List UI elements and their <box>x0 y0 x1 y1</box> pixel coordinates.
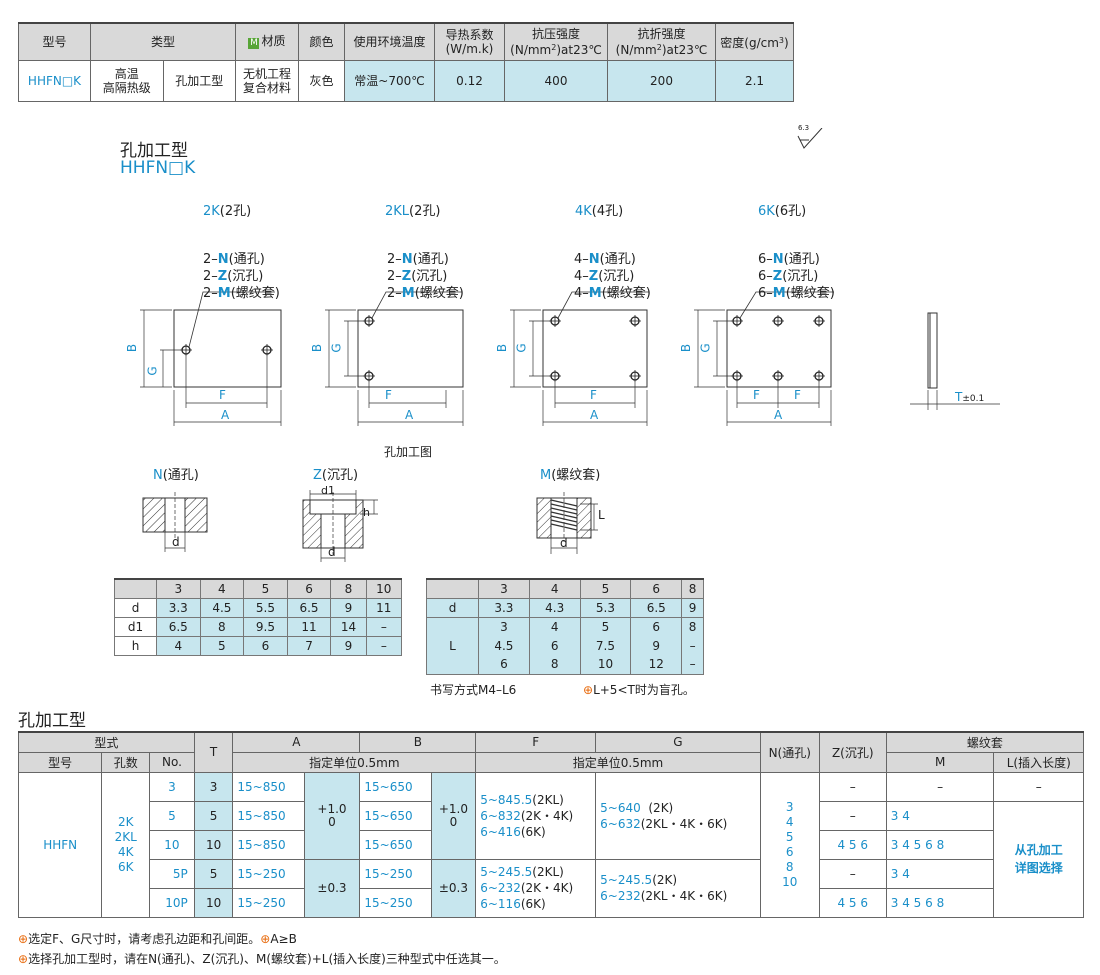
table-row: 10 10 15~850 15~650 4 5 6 3 4 5 6 8 <box>19 829 1084 860</box>
note-marker-icon: ⊕ <box>18 952 29 966</box>
table-row: 5P 5 15~250 ±0.3 15~250 ±0.3 5~245.5(2KL… <box>19 858 1084 918</box>
hole-cross-sections <box>142 490 598 562</box>
spec-header-conductivity: 导热系数(W/m.k) <box>434 22 505 61</box>
spec-conductivity: 0.12 <box>434 59 505 102</box>
dim-t-side: T±0.1 <box>955 390 985 404</box>
dim-b-4k: B <box>495 343 510 353</box>
callout-2k: 2–N(通孔) 2–Z(沉孔) 2–M(螺纹套) <box>203 252 280 301</box>
spec-type: 孔加工型 <box>162 59 236 102</box>
plate-side-view <box>927 312 938 389</box>
dim-g-6k: G <box>698 343 713 353</box>
spec-header-density: 密度(g/cm3) <box>715 22 794 61</box>
footnote-1: ⊕选定F、G尺寸时，请考虑孔边距和孔间距。⊕A≥B <box>18 932 297 946</box>
note-marker-icon: ⊕ <box>260 932 271 946</box>
spec-flexural: 200 <box>607 59 716 102</box>
main-table: 型式 T A B F G N(通孔) Z(沉孔) 螺纹套 型号 孔数 No. 指… <box>17 731 1085 918</box>
hole-detail-title: 孔加工图 <box>384 445 433 459</box>
table-row: d 3.3 4.3 5.3 6.5 9 <box>426 597 704 618</box>
detail-m-l: L <box>598 508 605 522</box>
detail-z-d1: d1 <box>321 484 335 497</box>
table-row: 10P 10 15~250 15~250 4 5 6 3 4 5 6 8 <box>19 887 1084 918</box>
dim-f-2k: F <box>219 388 226 402</box>
spec-temp: 常温~700℃ <box>344 59 435 102</box>
dim-f2-6k: F <box>794 388 801 402</box>
detail-z-d: d <box>328 545 336 559</box>
spec-header-type: 类型 <box>90 22 236 61</box>
spec-header-compressive: 抗压强度(N/mm2)at23℃ <box>504 22 608 61</box>
note-marker-icon: ⊕ <box>583 683 594 697</box>
table-row: d1 6.5 8 9.5 11 14 – <box>114 616 403 637</box>
section-code: HHFN□K <box>120 158 196 178</box>
dim-a-2k: A <box>221 408 230 422</box>
dim-g-2k: G <box>145 366 160 376</box>
spec-material: 无机工程复合材料 <box>235 59 299 102</box>
table-row: 4.5 6 7.5 9 – <box>427 636 704 655</box>
table-row: d 3.3 4.5 5.5 6.5 9 11 <box>114 597 403 618</box>
surface-roughness-symbol: 6.3 <box>796 124 826 150</box>
dim-g-2kl: G <box>329 343 344 353</box>
table-row: L 3 4 5 6 8 <box>426 616 704 675</box>
m-table: 3 4 5 6 8 d 3.3 4.3 5.3 6.5 9 L 3 4 5 6 … <box>426 578 704 675</box>
spec-header-color: 颜色 <box>298 22 345 61</box>
variant-2kl-heading: 2KL(2孔) <box>385 204 441 219</box>
detail-z-h: h <box>363 506 370 519</box>
callout-4k: 4–N(通孔) 4–Z(沉孔) 4–M(螺纹套) <box>574 252 651 301</box>
callout-2kl: 2–N(通孔) 2–Z(沉孔) 2–M(螺纹套) <box>387 252 464 301</box>
variant-6k-heading: 6K(6孔) <box>758 204 807 219</box>
roughness-check-icon <box>797 128 823 149</box>
spec-density: 2.1 <box>715 59 794 102</box>
detail-n-d: d <box>172 535 180 549</box>
dim-a-2kl: A <box>405 408 414 422</box>
spec-header-temp: 使用环境温度 <box>344 22 435 61</box>
z-table: 3 4 5 6 8 10 d 3.3 4.5 5.5 6.5 9 11 d1 6… <box>114 578 403 656</box>
section2-title: 孔加工型 <box>18 711 86 731</box>
callout-6k: 6–N(通孔) 6–Z(沉孔) 6–M(螺纹套) <box>758 252 835 301</box>
table-row: 6 8 10 12 – <box>427 655 704 675</box>
dim-b-2k: B <box>125 343 140 353</box>
variant-4k-heading: 4K(4孔) <box>575 204 624 219</box>
m-table-note-format: 书写方式M4–L6 <box>430 683 517 697</box>
detail-m-d: d <box>560 536 568 550</box>
plate-6k <box>726 309 832 388</box>
m-table-note-blind: ⊕L+5<T时为盲孔。 <box>583 683 695 697</box>
section-title: 孔加工型 <box>120 141 188 161</box>
detail-z-title: Z(沉孔) <box>313 468 359 483</box>
dim-f1-6k: F <box>753 388 760 402</box>
spec-type-grade: 高温高隔热级 <box>90 59 164 102</box>
dim-f-2kl: F <box>385 388 392 402</box>
table-row: h 4 5 6 7 9 – <box>114 635 403 656</box>
dim-f-4k: F <box>590 388 597 402</box>
footnote-2: ⊕选择孔加工型时，请在N(通孔)、Z(沉孔)、M(螺纹套)+L(插入长度)三种型… <box>18 952 506 966</box>
dim-b-6k: B <box>679 343 694 353</box>
material-logo-icon: M <box>248 38 260 50</box>
plate-2kl <box>357 309 464 388</box>
dim-a-6k: A <box>774 408 783 422</box>
dim-b-2kl: B <box>310 343 325 353</box>
spec-header-flexural: 抗折强度(N/mm2)at23℃ <box>607 22 716 61</box>
variant-2k-heading: 2K(2孔) <box>203 204 252 219</box>
spec-compressive: 400 <box>504 59 608 102</box>
spec-header-model: 型号 <box>18 22 91 61</box>
detail-n-title: N(通孔) <box>153 468 199 483</box>
dim-g-4k: G <box>514 343 529 353</box>
plate-2k <box>173 309 282 388</box>
dimension-drawings <box>140 291 1000 426</box>
spec-model: HHFN□K <box>18 59 91 102</box>
spec-color: 灰色 <box>298 59 345 102</box>
plate-4k <box>542 309 648 388</box>
note-marker-icon: ⊕ <box>18 932 29 946</box>
dim-a-4k: A <box>590 408 599 422</box>
detail-m-title: M(螺纹套) <box>540 468 601 483</box>
